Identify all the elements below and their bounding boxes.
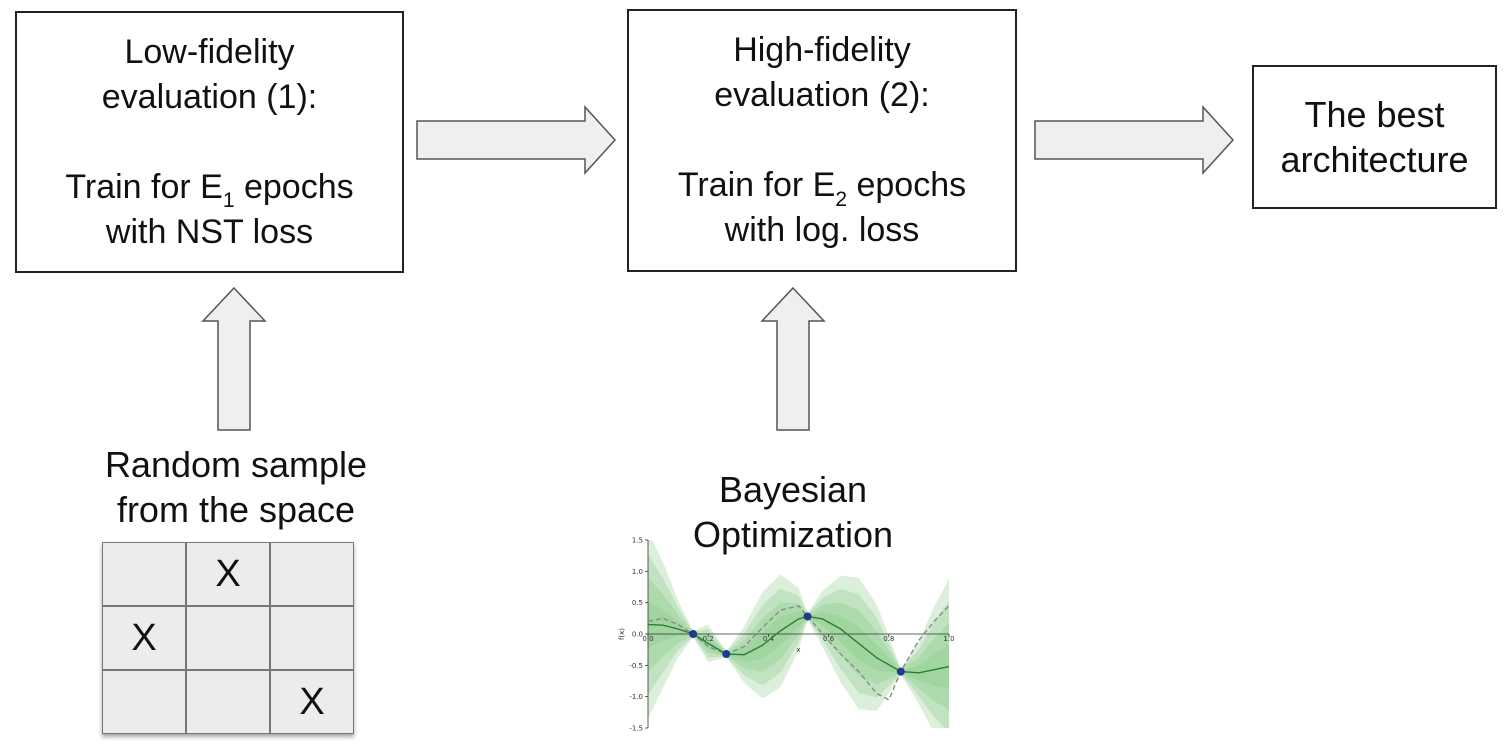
- uncertainty-band: [648, 554, 949, 728]
- y-tick-label: -1.5: [629, 725, 643, 733]
- y-tick-label: -1.0: [629, 693, 643, 701]
- x-axis-label: x: [796, 646, 800, 654]
- high-fidelity-train-line: Train for E2 epochs: [677, 166, 967, 211]
- grid-cell: [186, 606, 270, 670]
- grid-cell: [102, 670, 186, 734]
- random-sample-label: Random sample from the space: [60, 442, 412, 532]
- grid-cell: X: [270, 670, 354, 734]
- low-fidelity-box: Low-fidelity evaluation (1): Train for E…: [15, 11, 404, 273]
- grid-cell: X: [102, 606, 186, 670]
- x-tick-label: 0.4: [763, 635, 775, 643]
- grid-cell: [270, 542, 354, 606]
- low-fidelity-title: Low-fidelity: [124, 32, 295, 71]
- bayesian-line1: Bayesian: [718, 469, 868, 510]
- arrow-bayes-to-high: [760, 286, 826, 431]
- low-fidelity-subtitle: evaluation (1):: [101, 77, 318, 116]
- arrow-high-to-best: [1034, 105, 1235, 175]
- uncertainty-band: [648, 601, 949, 689]
- grid-cell: [102, 542, 186, 606]
- uncertainty-band: [648, 577, 949, 711]
- y-tick-label: -0.5: [629, 662, 643, 670]
- best-architecture-box: The best architecture: [1252, 65, 1497, 209]
- best-architecture-line2: architecture: [1280, 139, 1469, 180]
- search-space-grid: X X X: [102, 542, 354, 734]
- bayesian-optimization-label: Bayesian Optimization: [620, 467, 966, 557]
- y-tick-label: 0.5: [632, 599, 643, 607]
- x-tick-label: 0.0: [642, 635, 653, 643]
- arrow-low-to-high: [416, 105, 617, 175]
- high-fidelity-title: High-fidelity: [733, 31, 911, 69]
- observation-point: [722, 650, 731, 659]
- high-fidelity-loss-line: with log. loss: [724, 211, 920, 249]
- arrow-random-to-low: [201, 286, 267, 431]
- high-fidelity-box: High-fidelity evaluation (2): Train for …: [627, 9, 1017, 272]
- best-architecture-line1: The best: [1304, 94, 1445, 135]
- x-tick-label: 0.6: [823, 635, 835, 643]
- random-sample-line2: from the space: [116, 489, 356, 530]
- observation-point: [689, 630, 698, 638]
- high-fidelity-subtitle: evaluation (2):: [714, 76, 930, 114]
- x-tick-label: 1.0: [943, 635, 954, 643]
- bayesian-line2: Optimization: [692, 514, 894, 555]
- grid-cell: X: [186, 542, 270, 606]
- low-fidelity-train-line: Train for E1 epochs: [65, 167, 354, 213]
- x-tick-label: 0.2: [703, 635, 714, 643]
- observation-point: [803, 612, 812, 621]
- gp-chart: 1.5 1.0 0.5 0.0 -0.5 -1.0 -1.5 0.0 0.2 0.4 0.6 0.8 1…: [618, 537, 955, 733]
- x-tick-label: 0.8: [883, 635, 894, 643]
- grid-cell: [186, 670, 270, 734]
- y-tick-label: 0.0: [632, 631, 643, 639]
- low-fidelity-loss-line: with NST loss: [105, 212, 314, 251]
- random-sample-line1: Random sample: [104, 444, 368, 485]
- grid-cell: [270, 606, 354, 670]
- y-tick-label: 1.5: [632, 537, 643, 545]
- y-tick-label: 1.0: [632, 568, 643, 576]
- y-axis-label: f(x): [618, 628, 626, 640]
- observation-point: [896, 667, 905, 676]
